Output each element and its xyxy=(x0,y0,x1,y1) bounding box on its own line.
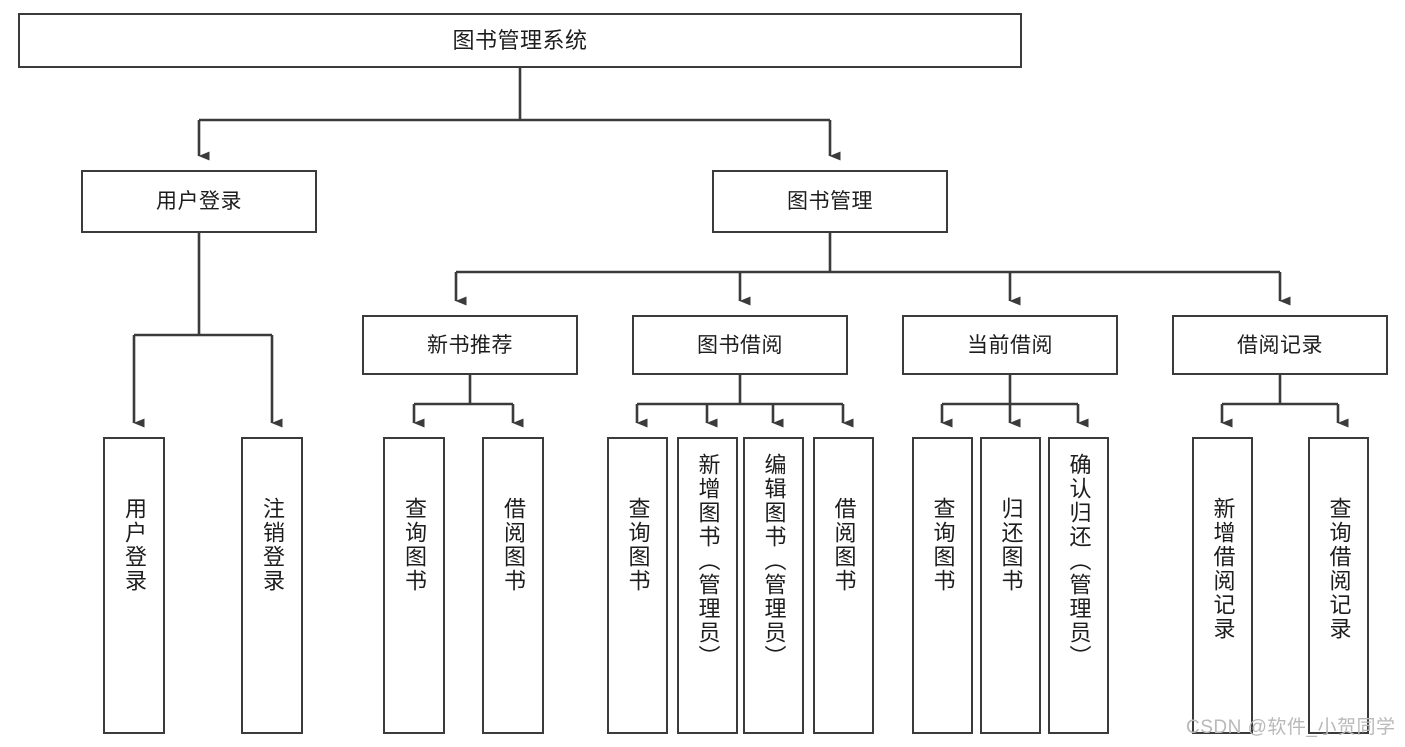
leaf-add-borrow-record[interactable]: 新增借阅记录 xyxy=(1192,437,1253,734)
node-label: 图书借阅 xyxy=(697,333,783,357)
leaf-borrow-book[interactable]: 借阅图书 xyxy=(813,437,874,734)
node-new-book-recommend[interactable]: 新书推荐 xyxy=(362,315,578,375)
node-user-login[interactable]: 用户登录 xyxy=(81,170,317,233)
node-root-system[interactable]: 图书管理系统 xyxy=(18,13,1022,68)
node-label: 用户登录 xyxy=(156,190,242,213)
node-label: 借阅记录 xyxy=(1237,333,1323,357)
node-label: 用户登录 xyxy=(121,497,147,593)
leaf-query-book-current[interactable]: 查询图书 xyxy=(912,437,973,734)
node-label: 借阅图书 xyxy=(500,497,526,593)
node-label: 借阅图书 xyxy=(831,497,857,593)
leaf-confirm-return-admin[interactable]: 确认归还（管理员） xyxy=(1048,437,1109,734)
node-label: 归还图书 xyxy=(998,497,1024,593)
leaf-query-book-borrow[interactable]: 查询图书 xyxy=(607,437,668,734)
leaf-query-borrow-record[interactable]: 查询借阅记录 xyxy=(1308,437,1369,734)
node-book-management[interactable]: 图书管理 xyxy=(712,170,948,233)
node-label: 确认归还（管理员） xyxy=(1066,453,1092,669)
leaf-add-book-admin[interactable]: 新增图书（管理员） xyxy=(677,437,738,734)
node-label: 查询图书 xyxy=(930,497,956,593)
node-borrow-records[interactable]: 借阅记录 xyxy=(1172,315,1388,375)
node-label: 新增借阅记录 xyxy=(1210,497,1236,641)
node-label: 查询借阅记录 xyxy=(1326,497,1352,641)
leaf-edit-book-admin[interactable]: 编辑图书（管理员） xyxy=(743,437,804,734)
node-label: 新书推荐 xyxy=(427,333,513,357)
leaf-return-book[interactable]: 归还图书 xyxy=(980,437,1041,734)
node-book-borrow[interactable]: 图书借阅 xyxy=(632,315,848,375)
leaf-user-login[interactable]: 用户登录 xyxy=(103,437,165,734)
node-label: 图书管理系统 xyxy=(452,27,588,53)
node-label: 查询图书 xyxy=(625,497,651,593)
node-label: 图书管理 xyxy=(787,190,873,213)
leaf-query-book-new[interactable]: 查询图书 xyxy=(383,437,445,734)
node-label: 编辑图书（管理员） xyxy=(761,453,787,669)
leaf-user-logout[interactable]: 注销登录 xyxy=(241,437,303,734)
csdn-watermark: CSDN @软件_小贺同学 xyxy=(1186,717,1396,738)
node-label: 新增图书（管理员） xyxy=(695,453,721,669)
node-label: 注销登录 xyxy=(259,497,285,593)
node-label: 查询图书 xyxy=(401,497,427,593)
leaf-borrow-book-new[interactable]: 借阅图书 xyxy=(482,437,544,734)
node-current-borrow[interactable]: 当前借阅 xyxy=(902,315,1118,375)
node-label: 当前借阅 xyxy=(967,333,1053,357)
